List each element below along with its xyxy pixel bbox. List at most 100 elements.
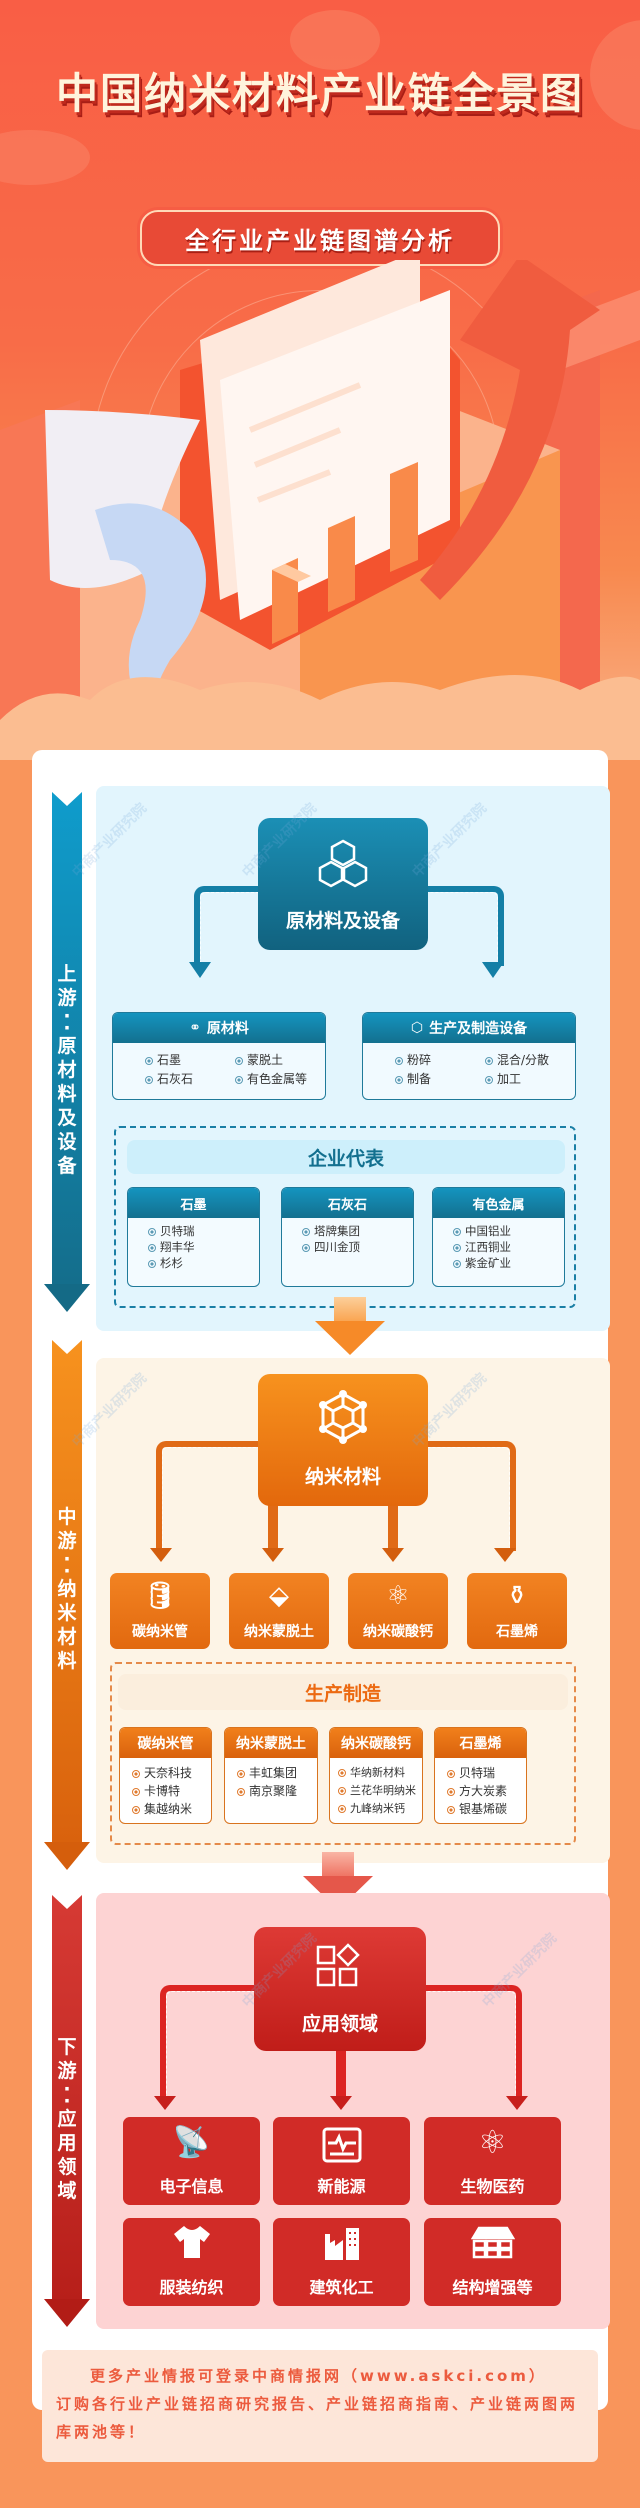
list-item: 天奈科技 — [132, 1764, 211, 1782]
product-tile-graphene: ⚱ 石墨烯 — [467, 1573, 567, 1649]
application-tile: ⚛ 生物医药 — [424, 2117, 561, 2205]
group-title: 石墨烯 — [435, 1728, 526, 1758]
card-title: 生产及制造设备 — [429, 1021, 528, 1037]
upstream-side-label: 上游 ·· 原材 料及 设备 — [57, 963, 77, 1177]
list-item: 贝特瑞 — [148, 1223, 259, 1239]
tile-label: 纳米蒙脱土 — [244, 1624, 314, 1640]
list-item: 华纳新材料 — [338, 1764, 422, 1782]
list-item: 混合/分散 — [485, 1051, 575, 1068]
cubes-icon — [318, 839, 368, 888]
enterprise-title: 企业代表 — [127, 1140, 565, 1174]
list-item: 南京聚隆 — [237, 1782, 317, 1800]
tile-label: 石墨烯 — [496, 1624, 538, 1640]
application-tile: 建筑化工 — [273, 2218, 410, 2306]
manufacturer-group: 纳米碳酸钙 华纳新材料兰花华明纳米九峰纳米钙 — [329, 1727, 423, 1824]
tile-label: 纳米碳酸钙 — [363, 1624, 433, 1640]
list-item: 制备 — [395, 1070, 485, 1087]
enterprise-group-nonferrous: 有色金属 中国铝业江西铜业紫金矿业 — [432, 1187, 565, 1287]
midstream-side-arrow: 中游 ·· 纳米 材料 — [44, 1340, 90, 1870]
nano-lattice-icon — [319, 1390, 367, 1444]
list-item: 中国铝业 — [453, 1223, 564, 1239]
tile-label: 电子信息 — [159, 2177, 224, 2196]
list-item: 卡博特 — [132, 1782, 211, 1800]
midstream-connector — [388, 1505, 398, 1551]
tile-label: 服装纺织 — [159, 2278, 224, 2297]
list-item: 九峰纳米钙 — [338, 1800, 422, 1818]
arrow-down-icon — [382, 1548, 404, 1562]
product-tile-montmorillonite: ⬙ 纳米蒙脱土 — [229, 1573, 329, 1649]
upstream-hub: 原材料及设备 — [258, 818, 428, 950]
arrow-down-icon — [330, 2096, 352, 2110]
tile-label: 生物医药 — [460, 2177, 525, 2196]
product-tile-cnt: 🛢 碳纳米管 — [110, 1573, 210, 1649]
arrow-down-icon — [494, 1548, 516, 1562]
list-item: 蒙脱土 — [235, 1051, 325, 1068]
upstream-hub-label: 原材料及设备 — [285, 910, 400, 932]
arrow-down-icon — [482, 962, 504, 978]
page-subtitle: 全行业产业链图谱分析 — [185, 226, 455, 255]
midstream-hub-label: 纳米材料 — [304, 1466, 381, 1488]
footer-line-1: 更多产业情报可登录中商情报网（www.askci.com） — [90, 2367, 547, 2385]
list-item: 紫金矿业 — [453, 1255, 564, 1271]
group-title: 石墨 — [128, 1188, 259, 1218]
molecule-icon: ⚭ — [189, 1020, 201, 1036]
factory-icon — [273, 2224, 410, 2262]
bottle-icon: ⚱ — [506, 1581, 528, 1611]
tile-label: 新能源 — [317, 2177, 366, 2196]
list-item: 方大炭素 — [447, 1782, 526, 1800]
arrow-down-icon — [506, 2096, 528, 2110]
atom-icon: ⚛ — [478, 2123, 507, 2161]
application-tile: 结构增强等 — [424, 2218, 561, 2306]
list-item: 兰花华明纳米 — [338, 1782, 422, 1800]
molecule-network-icon: ⚛ — [386, 1581, 410, 1611]
downstream-side-arrow: 下游 ·· 应用 领域 — [44, 1895, 90, 2327]
enterprise-group-graphite: 石墨 贝特瑞翔丰华杉杉 — [127, 1187, 260, 1287]
manufacturer-group: 纳米蒙脱土 丰虹集团南京聚隆 — [224, 1727, 318, 1824]
tile-label: 碳纳米管 — [132, 1624, 188, 1640]
downstream-side-label: 下游 ·· 应用 领域 — [57, 2036, 77, 2202]
tank-droplets-icon: 🛢 — [143, 1581, 177, 1611]
manufacturer-group: 石墨烯 贝特瑞方大炭素银基烯碳 — [434, 1727, 527, 1824]
arrow-down-icon — [150, 1548, 172, 1562]
structure-icon — [424, 2226, 561, 2260]
tile-label: 结构增强等 — [452, 2278, 533, 2297]
equipment-box-icon: ⬡ — [410, 1020, 424, 1036]
card-title: 原材料 — [206, 1021, 249, 1037]
midstream-side-label: 中游 ·· 纳米 材料 — [57, 1506, 77, 1672]
footer-note: 更多产业情报可登录中商情报网（www.askci.com） 订购各行业产业链招商… — [42, 2350, 598, 2462]
list-item: 加工 — [485, 1070, 575, 1087]
cloud-decoration — [0, 130, 90, 185]
midstream-hub: 纳米材料 — [258, 1374, 428, 1506]
list-item: 翔丰华 — [148, 1239, 259, 1255]
group-title: 纳米蒙脱土 — [225, 1728, 317, 1758]
app-grid-icon — [316, 1943, 360, 1987]
equipment-card: ⬡生产及制造设备 粉碎 混合/分散 制备 加工 — [362, 1012, 576, 1100]
downstream-connector — [336, 2050, 346, 2100]
arrow-down-icon — [154, 2096, 176, 2110]
tshirt-icon — [123, 2224, 260, 2260]
raw-materials-card: ⚭原材料 石墨 蒙脱土 石灰石 有色金属等 — [112, 1012, 326, 1100]
report-chart-illustration-icon — [0, 260, 640, 760]
list-item: 银基烯碳 — [447, 1800, 526, 1818]
manufacturing-title: 生产制造 — [118, 1674, 568, 1710]
flow-arrow-down-icon — [315, 1297, 385, 1355]
list-item: 石墨 — [145, 1051, 235, 1068]
list-item: 丰虹集团 — [237, 1764, 317, 1782]
list-item: 塔牌集团 — [302, 1223, 413, 1239]
signal-tower-icon: 📡 — [172, 2125, 211, 2160]
group-title: 有色金属 — [433, 1188, 564, 1218]
hero-banner: 中国纳米材料产业链全景图 全行业产业链图谱分析 — [0, 0, 640, 760]
arrow-down-icon — [262, 1548, 284, 1562]
list-item: 江西铜业 — [453, 1239, 564, 1255]
upstream-side-arrow: 上游 ·· 原材 料及 设备 — [44, 792, 90, 1312]
group-title: 石灰石 — [282, 1188, 413, 1218]
footer-line-2: 订购各行业产业链招商研究报告、产业链招商指南、产业链两图两库两池等！ — [56, 2395, 579, 2441]
page-title: 中国纳米材料产业链全景图 — [55, 69, 584, 118]
application-tile: 📡 电子信息 — [123, 2117, 260, 2205]
downstream-hub-label: 应用领域 — [301, 2013, 378, 2035]
list-item: 石灰石 — [145, 1070, 235, 1087]
midstream-connector — [268, 1505, 278, 1551]
product-tile-calcium-carbonate: ⚛ 纳米碳酸钙 — [348, 1573, 448, 1649]
downstream-hub: 应用领域 — [254, 1927, 426, 2051]
manufacturer-group: 碳纳米管 天奈科技卡博特集越纳米 — [119, 1727, 212, 1824]
